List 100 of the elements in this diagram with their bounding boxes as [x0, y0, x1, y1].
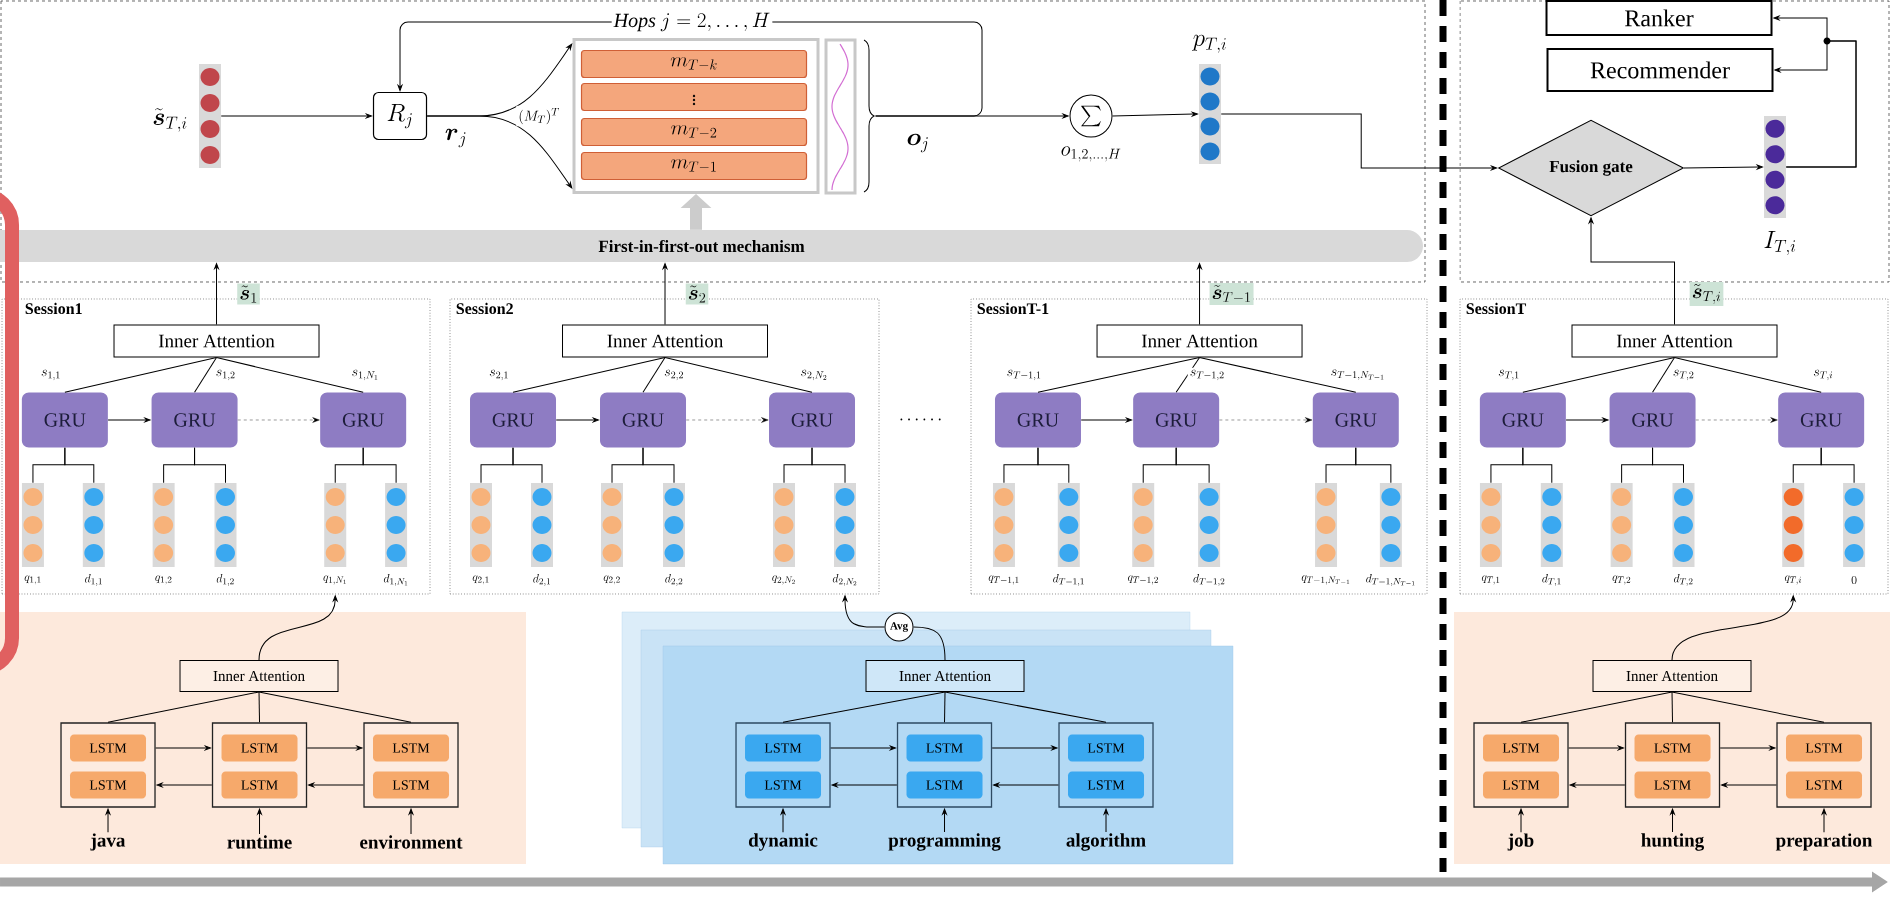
- memory-slot: $m_{T-2}$: [580, 117, 808, 147]
- connector-line: [216, 357, 364, 393]
- vector-label: $q_{2,1}$: [472, 575, 489, 585]
- lstm-box: LSTM: [70, 771, 146, 799]
- embedding-vector: [324, 483, 347, 567]
- edge-label: $s_{1,1}$: [38, 367, 63, 383]
- vector-label: $q_{2,2}$: [603, 575, 620, 585]
- arrow: [237, 417, 320, 423]
- connector-line: [1520, 691, 1673, 723]
- vector-label: $I_{T,i}$: [1764, 230, 1796, 256]
- embedding-vector: [1540, 483, 1563, 567]
- arrow: [1080, 417, 1133, 423]
- arrow: [686, 417, 769, 423]
- edge-label: $\tilde{\boldsymbol{s}}_{T-1}$: [1209, 282, 1254, 306]
- edge-label: $\mathit{Hops}\ j=2,\ldots,H$: [611, 10, 773, 34]
- embedding-vector: [1782, 483, 1805, 567]
- connector-line: [1522, 447, 1553, 484]
- lstm-box: LSTM: [906, 734, 983, 762]
- gru-box: GRU: [995, 392, 1081, 448]
- vector-label: $d_{1,1}$: [85, 574, 102, 586]
- arrow: [107, 417, 151, 423]
- word-label: algorithm: [1066, 833, 1146, 851]
- edge-label: $s_{T,1}$: [1496, 367, 1522, 383]
- word-label: environment: [360, 835, 463, 849]
- lstm-box: LSTM: [906, 771, 983, 799]
- vector-label: $q_{T-1,N_{T-1}}$: [1301, 575, 1350, 585]
- word-label: preparation: [1775, 833, 1873, 851]
- arrow: [1103, 808, 1109, 833]
- embedding-vector: [1315, 483, 1338, 567]
- edge-label: $s_{T-1,1}$: [1004, 367, 1044, 383]
- embedding-vector: [152, 483, 175, 567]
- vector-label: $d_{1,N_1}$: [383, 573, 408, 587]
- vector-label: $d_{T,1}$: [1542, 573, 1561, 587]
- arrow: [1695, 417, 1778, 423]
- operator-box: $R_j$: [372, 91, 428, 141]
- connector-line: [913, 626, 946, 661]
- connector-line: [1175, 357, 1201, 393]
- lstm-box: LSTM: [1483, 771, 1559, 799]
- word-label: runtime: [227, 835, 292, 849]
- connector-line: [1674, 357, 1822, 393]
- arrow: [408, 808, 414, 835]
- connector-line: [258, 691, 412, 723]
- embedding-vector: [1198, 483, 1221, 567]
- connector-line: [642, 357, 666, 393]
- connector-line: [194, 447, 226, 484]
- lstm-box: LSTM: [1634, 771, 1711, 799]
- connector-line: [1175, 447, 1210, 484]
- lstm-box: LSTM: [70, 734, 146, 762]
- lstm-box: LSTM: [221, 771, 298, 799]
- arrow: [155, 745, 211, 751]
- connector-line: [1522, 357, 1675, 393]
- arrow: [1774, 40, 1857, 168]
- attention-box: Inner Attention: [1096, 324, 1303, 358]
- queue-band: First-in-first-out mechanism: [0, 230, 1423, 262]
- lstm-box: LSTM: [373, 771, 449, 799]
- embedding-vector: [601, 483, 623, 567]
- arrow: [1671, 595, 1796, 661]
- lstm-box: LSTM: [1634, 734, 1711, 762]
- arrow: [1518, 808, 1524, 833]
- connector-line: [1199, 357, 1357, 393]
- gru-box: GRU: [151, 392, 238, 448]
- arrow: [1670, 808, 1675, 833]
- edge-label: $s_{T-1,2}$: [1187, 367, 1227, 383]
- gru-box: GRU: [470, 392, 556, 448]
- edge-label: $s_{T,i}$: [1811, 367, 1836, 383]
- vector-label: $o_{1,2,\ldots,H}$: [1061, 146, 1121, 162]
- arrow: [308, 782, 364, 788]
- arrow: [1568, 745, 1624, 751]
- attention-box: Inner Attention: [179, 660, 339, 692]
- attention-box: Inner Attention: [1571, 324, 1778, 358]
- vector-label: $q_{1,2}$: [155, 575, 172, 585]
- embedding-vector: [773, 483, 795, 567]
- vector-label: $\boldsymbol{r}_j$: [445, 128, 466, 148]
- embedding-vector: [531, 483, 553, 567]
- arrow: [1683, 164, 1763, 170]
- arrow: [1588, 217, 1675, 325]
- vector-label: $q_{1,1}$: [24, 575, 41, 585]
- edge-label: $s_{T-1,N_{T-1}}$: [1328, 367, 1388, 383]
- vector-label: $d_{1,2}$: [216, 574, 234, 586]
- gru-box: GRU: [600, 392, 686, 448]
- vector-label: $0$: [1851, 575, 1857, 585]
- vector-label: $q_{T,2}$: [1612, 575, 1631, 585]
- word-label: java: [90, 833, 126, 851]
- embedding-vector: [1199, 64, 1221, 164]
- vector-label: $d_{2,2}$: [665, 574, 683, 586]
- vector-label: $q_{1,N_1}$: [323, 575, 346, 585]
- arrow: [991, 745, 1058, 751]
- edge-label: $\tilde{\boldsymbol{s}}_1$: [237, 283, 260, 305]
- vector-label: $d_{2,N_2}$: [832, 573, 857, 587]
- lstm-box: LSTM: [373, 734, 449, 762]
- process-box: Ranker: [1545, 0, 1773, 36]
- vector-label: $p_{T,i}$: [1192, 34, 1226, 53]
- embedding-vector: [470, 483, 492, 567]
- arrow: [306, 745, 363, 751]
- edge-label: $s_{2,N_2}$: [798, 367, 830, 383]
- embedding-vector: [992, 483, 1015, 567]
- attention-box: Inner Attention: [1592, 660, 1752, 692]
- connector-line: [811, 447, 846, 484]
- lstm-box: LSTM: [1068, 771, 1144, 799]
- connector-line: [194, 357, 217, 393]
